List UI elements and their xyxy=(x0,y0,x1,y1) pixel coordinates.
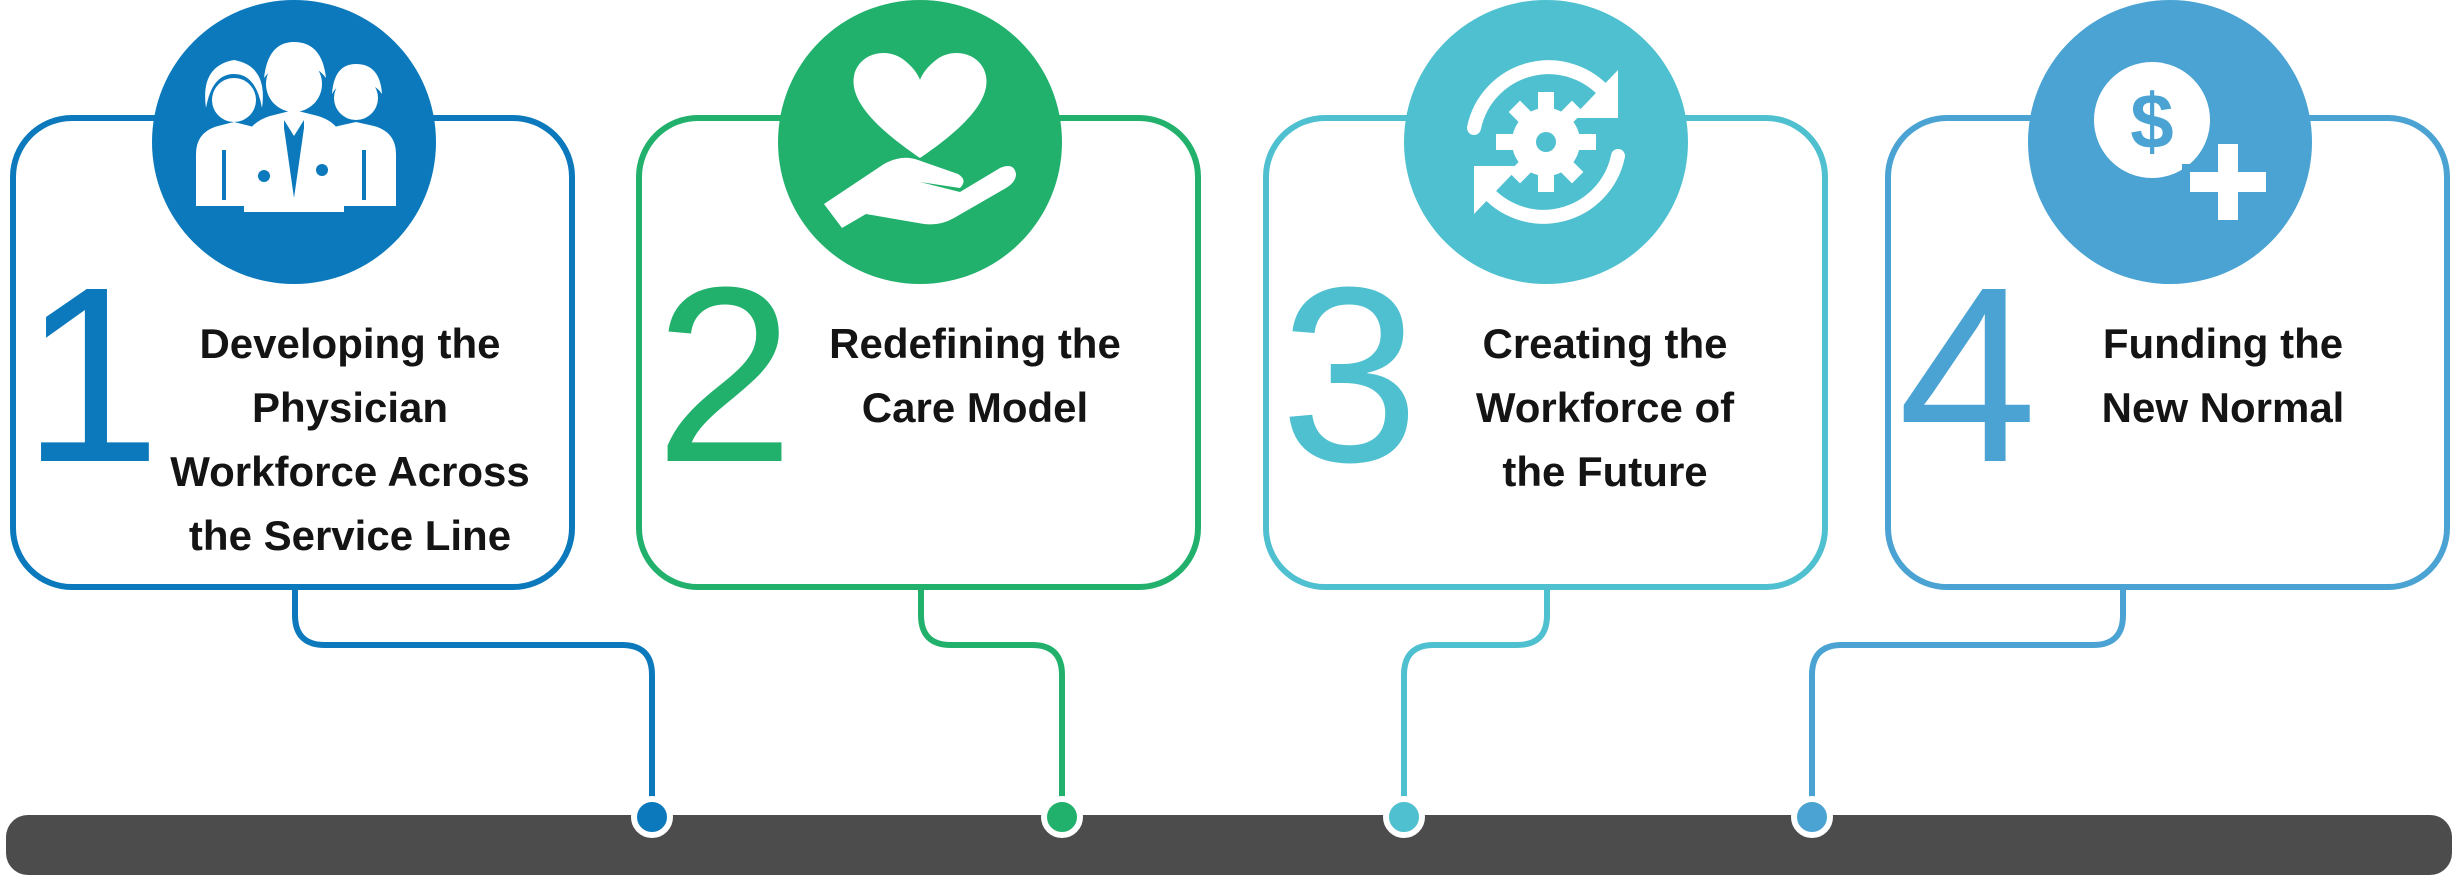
gear-cycle-icon xyxy=(1467,60,1625,224)
step-4-icon-circle: $ xyxy=(2028,0,2312,284)
medical-staff-icon xyxy=(196,42,396,212)
step-2-title-line: Care Model xyxy=(861,384,1089,431)
timeline-dot-3 xyxy=(1383,796,1425,838)
step-3-title: Creating the Workforce of the Future xyxy=(1400,312,1810,504)
step-3-number: 3 xyxy=(1280,235,1420,514)
connector-line-3 xyxy=(1401,590,1550,817)
step-1-title-line: Workforce Across xyxy=(170,448,530,495)
step-3-title-line: Creating the xyxy=(1482,320,1728,367)
step-4-number: 4 xyxy=(1898,235,2038,514)
step-1-title: Developing the Physician Workforce Acros… xyxy=(145,312,555,568)
connector-line-2 xyxy=(918,590,1065,817)
step-1-icon-circle xyxy=(152,0,436,284)
step-3-icon-circle xyxy=(1404,0,1688,284)
connector-line-4 xyxy=(1809,590,2126,817)
process-diagram: $ 1 2 3 4 Developing the Physician Workf… xyxy=(6,0,2452,875)
connector-line-1 xyxy=(292,590,655,817)
step-4-title-line: New Normal xyxy=(2101,384,2345,431)
dollar-plus-icon: $ xyxy=(2094,62,2274,228)
timeline-dot-4 xyxy=(1791,796,1833,838)
step-1-title-line: Developing the xyxy=(199,320,501,367)
timeline-dot-2 xyxy=(1041,796,1083,838)
step-1-title-line: the Service Line xyxy=(188,512,512,559)
step-2-title: Redefining the Care Model xyxy=(770,312,1180,440)
step-3-title-line: the Future xyxy=(1502,448,1708,495)
step-4-title-line: Funding the xyxy=(2102,320,2344,367)
step-2-title-line: Redefining the xyxy=(829,320,1121,367)
svg-text:$: $ xyxy=(2130,77,2173,165)
timeline-dots-layer xyxy=(631,796,1833,838)
connector-layer xyxy=(292,590,2126,817)
step-4-title: Funding the New Normal xyxy=(2018,312,2428,440)
heart-in-hand-icon xyxy=(824,53,1016,228)
step-1-title-line: Physician xyxy=(251,384,449,431)
step-1-number: 1 xyxy=(22,235,162,514)
timeline-dot-1 xyxy=(631,796,673,838)
step-2-number: 2 xyxy=(655,235,795,514)
step-3-title-line: Workforce of xyxy=(1475,384,1735,431)
step-2-icon-circle xyxy=(778,0,1062,284)
